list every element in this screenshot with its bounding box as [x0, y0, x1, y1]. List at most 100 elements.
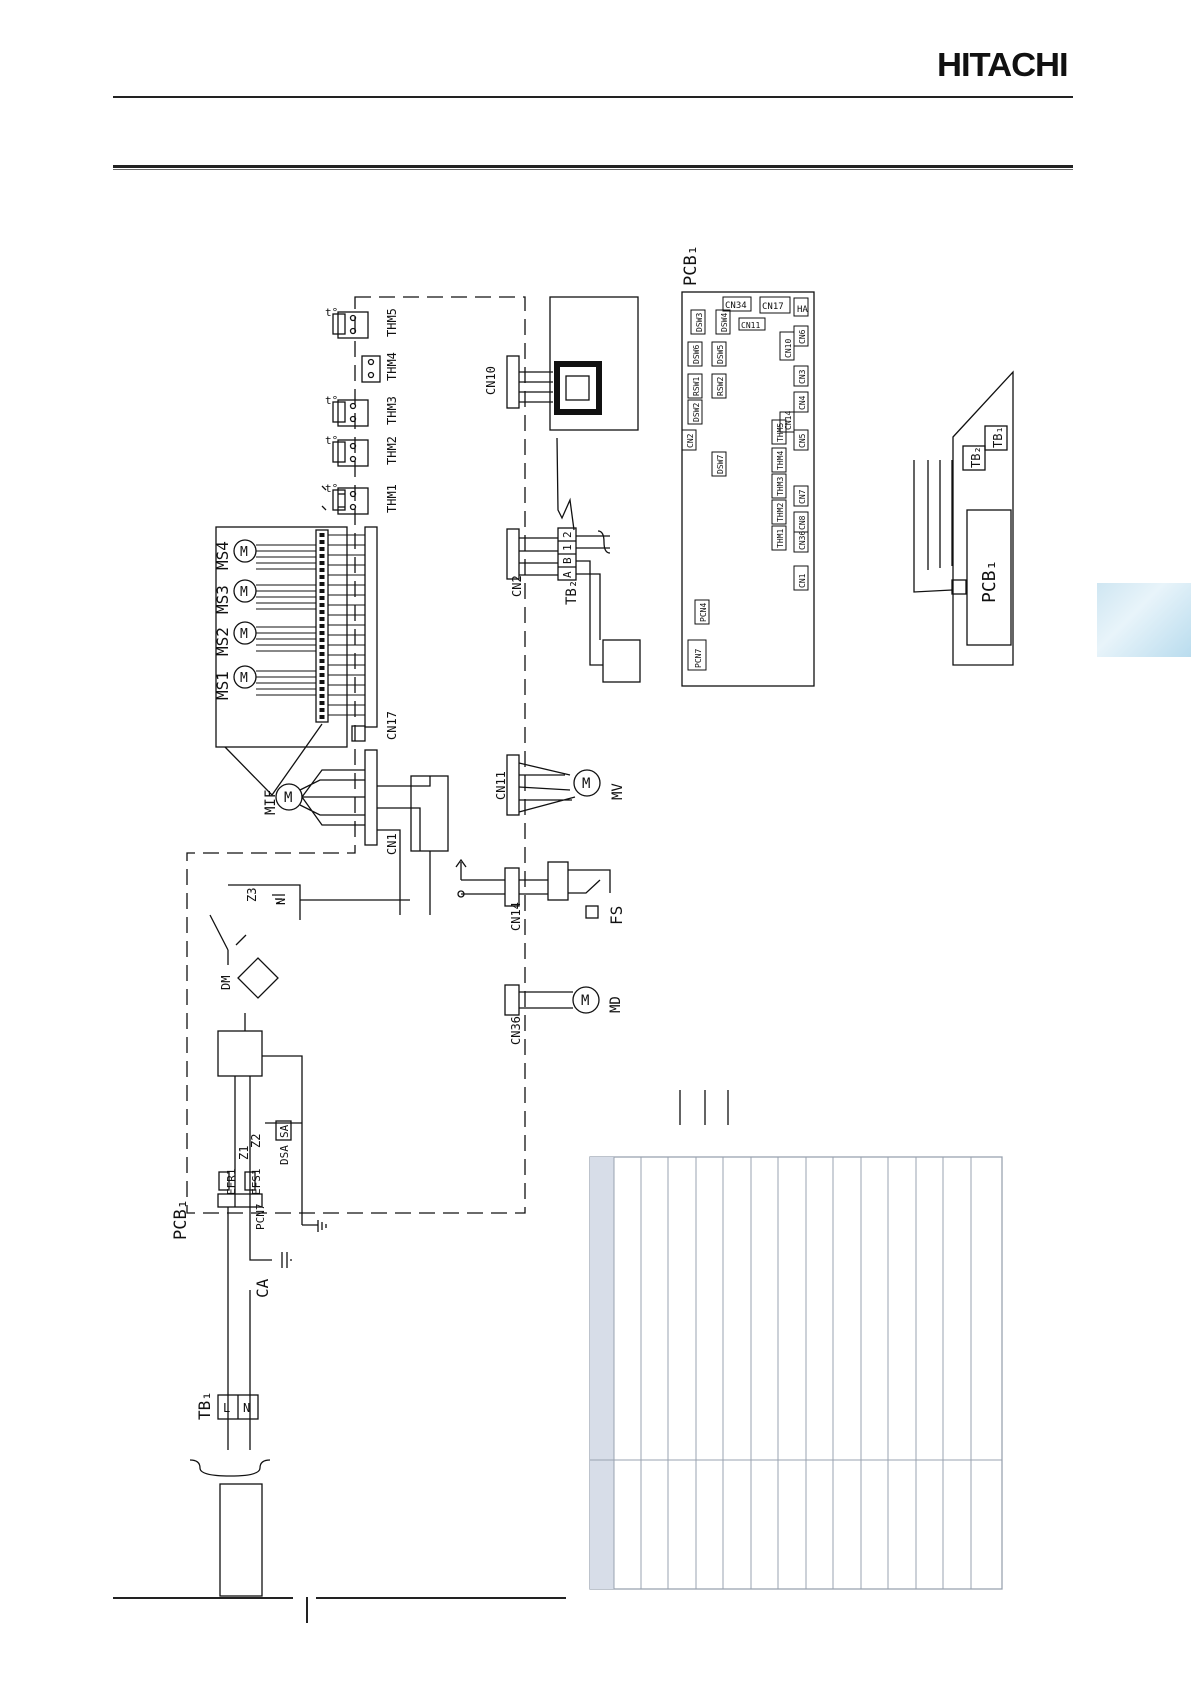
- efr1-label: EFR1: [225, 1169, 238, 1196]
- cn11-connector: CN11: [494, 754, 576, 816]
- cn2-label: CN2: [510, 575, 524, 597]
- svg-text:CN3: CN3: [798, 369, 807, 384]
- pcn7-label: PCN7: [254, 1204, 267, 1231]
- thm5-label: THM5: [385, 308, 399, 337]
- cn17-terminal-strip: CN17: [364, 526, 399, 740]
- tb2-terminal-block: 2 1 B A TB₂: [557, 527, 611, 666]
- stepper-motors: M M M M MS1 MS2 MS3 MS4: [213, 539, 257, 700]
- svg-text:CN6: CN6: [798, 329, 807, 344]
- footer-rule-left: [113, 1597, 293, 1599]
- footer-divider: [306, 1597, 308, 1623]
- thermistor-thm5: t° THM5: [325, 306, 399, 339]
- header-double-rule-top: [113, 165, 1073, 168]
- svg-text:DSW6: DSW6: [692, 345, 701, 364]
- svg-text:M: M: [581, 993, 589, 1009]
- ms4-label: MS4: [213, 541, 232, 570]
- md-label: MD: [608, 996, 624, 1013]
- power-supply-box: [219, 1483, 263, 1597]
- n-label: N: [274, 898, 288, 905]
- unit-pcb-label: PCB₁: [979, 560, 1000, 603]
- svg-text:CN17: CN17: [762, 302, 784, 312]
- svg-text:t°: t°: [325, 434, 338, 447]
- ms3-label: MS3: [213, 585, 232, 614]
- cn17-wires: [328, 534, 365, 716]
- stepper-wiring: [256, 544, 316, 696]
- svg-text:2: 2: [561, 531, 574, 538]
- cn2-connector: CN2: [506, 528, 558, 597]
- svg-text:THM2: THM2: [776, 503, 785, 522]
- svg-text:M: M: [240, 545, 248, 560]
- tb2-label: TB₂: [564, 580, 580, 605]
- pcb-layout-title: PCB₁: [681, 245, 701, 286]
- svg-text:DSW2: DSW2: [692, 403, 701, 422]
- float-switch-fs: FS: [547, 861, 626, 925]
- remote-cable: [556, 437, 575, 531]
- ms1-label: MS1: [213, 671, 232, 700]
- svg-text:THM4: THM4: [776, 451, 785, 470]
- svg-text:CN5: CN5: [798, 433, 807, 448]
- cn1-terminal: CN1: [364, 749, 399, 855]
- unit-layout: PCB₁ TB₂ TB₁: [913, 370, 1014, 666]
- header-double-rule-bottom: [113, 169, 1073, 170]
- thermistor-thm1: t° THM1: [321, 482, 399, 515]
- svg-text:L: L: [223, 1401, 230, 1415]
- pcb-boundary-dashed: [186, 296, 526, 1214]
- svg-text:DSW3: DSW3: [695, 313, 704, 332]
- mv-label: MV: [610, 783, 626, 800]
- tb1-label: TB₁: [195, 1391, 214, 1420]
- thm1-label: THM1: [385, 484, 399, 513]
- svg-text:t°: t°: [325, 306, 338, 319]
- cn10-label: CN10: [484, 366, 498, 395]
- tb1-terminal-block: L N TB₁: [189, 1391, 271, 1477]
- transformer-box: [217, 1030, 263, 1077]
- cn36-label: CN36: [509, 1016, 523, 1045]
- svg-text:B: B: [561, 557, 574, 564]
- svg-text:M: M: [240, 585, 248, 600]
- svg-text:M: M: [240, 671, 248, 686]
- svg-text:CN4: CN4: [798, 395, 807, 410]
- svg-text:CN14: CN14: [784, 411, 793, 430]
- svg-text:M: M: [240, 627, 248, 642]
- svg-text:t°: t°: [325, 482, 338, 495]
- stepper-leader-line: [224, 746, 273, 796]
- sa-label: SA: [278, 1124, 291, 1138]
- external-device-box: [602, 639, 641, 683]
- svg-text:CN8: CN8: [798, 515, 807, 530]
- reference-ticks: [679, 1090, 729, 1125]
- svg-text:CN10: CN10: [784, 339, 793, 358]
- dsa-label: DSA: [278, 1145, 291, 1165]
- stepper-connector-pins: [315, 529, 329, 723]
- ca-label: CA: [253, 1278, 272, 1298]
- thermistor-thm4: THM4: [361, 352, 399, 383]
- svg-text:DSW7: DSW7: [716, 455, 725, 474]
- svg-text:CN36: CN36: [798, 531, 807, 550]
- remote-unit-box: [549, 296, 639, 431]
- footer-rule-right: [316, 1597, 566, 1599]
- svg-text:M: M: [582, 776, 590, 792]
- thermistor-thm3: t° THM3: [325, 394, 399, 427]
- cn10-connector: CN10: [484, 355, 553, 409]
- svg-text:M: M: [284, 790, 292, 806]
- svg-text:CN1: CN1: [798, 573, 807, 588]
- svg-text:CN2: CN2: [686, 433, 695, 448]
- hitachi-logo: HITACHI: [937, 46, 1069, 83]
- dm-label: DM: [219, 976, 233, 990]
- legend-table: [589, 1156, 1003, 1590]
- svg-text:THM1: THM1: [776, 529, 785, 548]
- svg-text:THM3: THM3: [776, 477, 785, 496]
- cn1-label: CN1: [385, 833, 399, 855]
- z3-label: Z3: [245, 888, 259, 902]
- svg-text:1: 1: [561, 544, 574, 551]
- thermistor-thm2: t° THM2: [325, 434, 399, 467]
- power-section: Z3 N DM Z2 Z1 SA DSA EFR1 EFS1 PCN7 CA: [209, 884, 410, 1450]
- svg-text:CN11: CN11: [741, 321, 760, 330]
- cn36-connector: CN36: [504, 984, 573, 1045]
- z1-label: Z1: [237, 1146, 251, 1160]
- unit-tb1-label: TB₁: [991, 426, 1005, 448]
- ms2-label: MS2: [213, 627, 232, 656]
- svg-text:PCN7: PCN7: [694, 649, 703, 668]
- pcb-main-label: PCB₁: [171, 1199, 191, 1240]
- svg-text:N: N: [243, 1401, 250, 1415]
- thm2-label: THM2: [385, 436, 399, 465]
